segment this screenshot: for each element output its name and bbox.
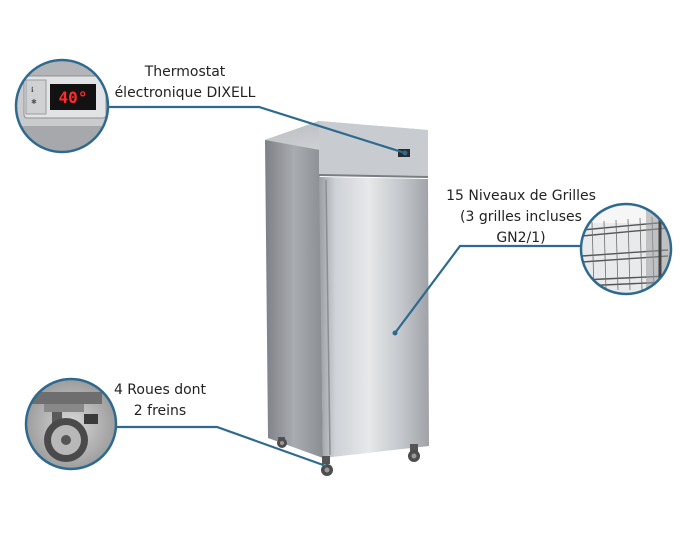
fridge-door bbox=[319, 177, 429, 458]
caster-back-left bbox=[277, 437, 287, 448]
caster-front-left bbox=[321, 456, 333, 476]
fridge-side-panel bbox=[265, 121, 323, 458]
wheel-closeup bbox=[24, 377, 118, 471]
caster-front-right bbox=[408, 444, 420, 462]
callout-label-grilles: 15 Niveaux de Grilles (3 grilles incluse… bbox=[446, 188, 596, 246]
fridge-cabinet bbox=[265, 121, 429, 476]
callout-label-thermostat: Thermostat électronique DIXELL bbox=[114, 64, 256, 101]
callout-lines bbox=[108, 105, 582, 468]
svg-text:ℹ: ℹ bbox=[31, 86, 34, 94]
thermostat-closeup: ℹ ✱ 40° bbox=[14, 58, 110, 154]
callout-line-grilles bbox=[394, 244, 582, 334]
callout-line-thermostat bbox=[108, 105, 406, 155]
svg-text:✱: ✱ bbox=[31, 98, 37, 106]
thermostat-screen bbox=[50, 84, 96, 110]
fridge-control-header bbox=[319, 121, 428, 176]
shelves-closeup bbox=[579, 202, 673, 296]
callout-label-roues: 4 Roues dont 2 freins bbox=[113, 382, 207, 419]
callout-line-roues bbox=[115, 425, 327, 468]
thermostat-reading: 40° bbox=[59, 88, 88, 107]
